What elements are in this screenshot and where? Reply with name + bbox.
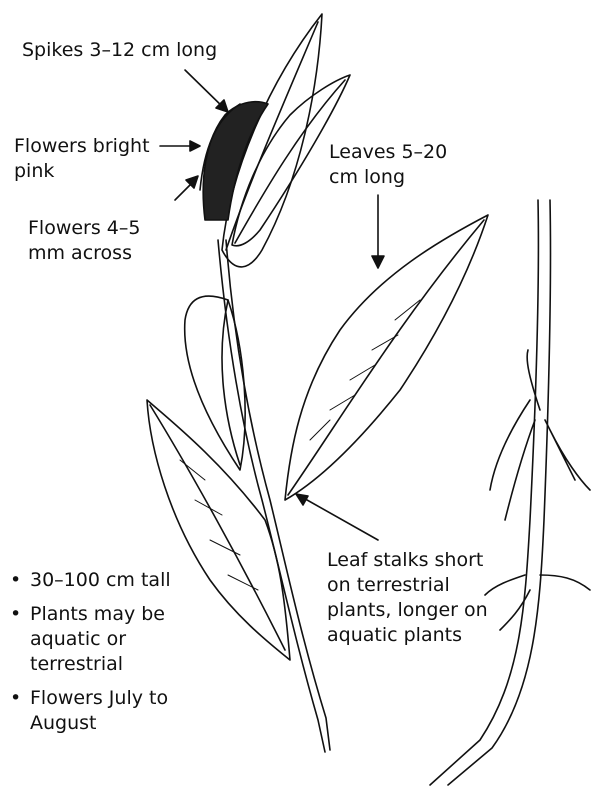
label-leaf-stalks: Leaf stalks short on terrestrial plants,… bbox=[327, 548, 488, 648]
fact-list: • 30–100 cm tall • Plants may be aquatic… bbox=[8, 568, 171, 745]
label-flowers-pink: Flowers bright pink bbox=[14, 134, 150, 184]
fact-item: • 30–100 cm tall bbox=[8, 568, 171, 593]
arrow-leaf-stalks bbox=[296, 494, 378, 540]
bullet-icon: • bbox=[10, 568, 21, 593]
leaf-right bbox=[285, 215, 488, 500]
fact-item: • Plants may be aquatic or terrestrial bbox=[8, 602, 171, 677]
root-tuft-upper bbox=[490, 350, 590, 520]
label-spikes: Spikes 3–12 cm long bbox=[22, 38, 217, 63]
arrow-flowers-pink bbox=[160, 141, 200, 151]
root-stem bbox=[430, 200, 538, 785]
arrow-flowers-size bbox=[175, 176, 198, 200]
arrow-leaves bbox=[372, 195, 384, 268]
label-flowers-size: Flowers 4–5 mm across bbox=[28, 216, 141, 266]
label-leaves: Leaves 5–20 cm long bbox=[329, 140, 447, 190]
arrow-spikes bbox=[185, 70, 228, 112]
bullet-icon: • bbox=[10, 602, 21, 627]
bullet-icon: • bbox=[10, 686, 21, 711]
fact-item: • Flowers July to August bbox=[8, 686, 171, 736]
